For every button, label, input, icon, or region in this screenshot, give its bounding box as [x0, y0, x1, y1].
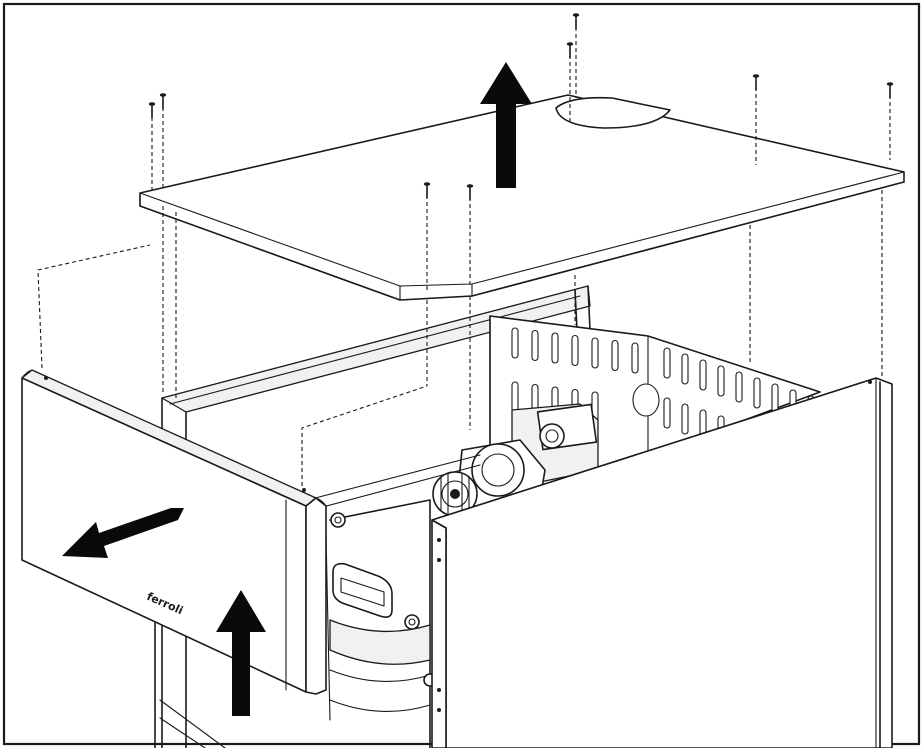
- screw-icon: [572, 13, 580, 29]
- lower-body: [154, 454, 481, 748]
- assembly-guide-lines: [37, 20, 891, 486]
- nut-icon: [404, 614, 420, 630]
- screws: [148, 13, 894, 200]
- screw-icon: [752, 74, 760, 90]
- fan-burner-assembly: [432, 403, 599, 517]
- arrow-up-icon: [216, 590, 266, 716]
- nut-icon: [330, 512, 346, 528]
- screw-icon: [566, 42, 574, 58]
- flue-opening: [555, 96, 671, 129]
- screw-icon: [466, 184, 474, 200]
- arrow-up-icon: [480, 62, 532, 188]
- top-cover: [139, 94, 905, 301]
- screw-icon: [159, 93, 167, 109]
- screw-icon: [148, 102, 156, 118]
- screw-icon: [423, 182, 431, 198]
- front-panel: ferroli: [21, 369, 327, 695]
- handle-opening: [332, 562, 393, 618]
- screw-icon: [886, 82, 894, 98]
- arrow-left-icon: [62, 508, 184, 558]
- right-side-panel: [431, 377, 893, 748]
